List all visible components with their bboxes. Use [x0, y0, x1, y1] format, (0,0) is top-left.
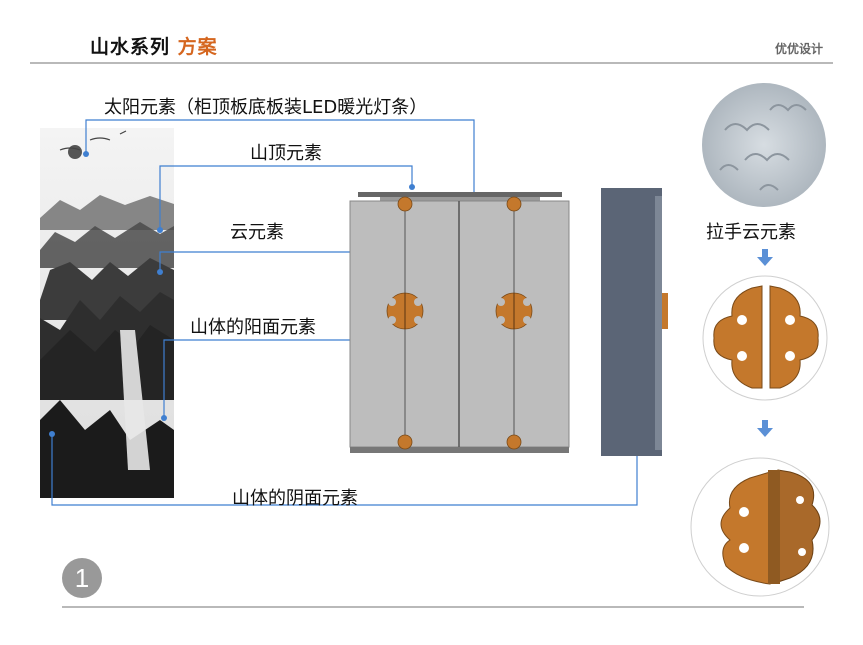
- leader-sunny: [163, 339, 369, 418]
- title-main: 山水系列: [90, 36, 171, 58]
- landscape-painting: [40, 128, 174, 498]
- label-shady: 山体的阴面元素: [232, 488, 358, 509]
- leader-shady: [51, 424, 638, 506]
- footer-divider: [62, 606, 804, 608]
- arrow-down-icon: [757, 249, 773, 266]
- header-divider: [30, 62, 833, 64]
- label-handle: 拉手云元素: [706, 222, 796, 243]
- handle-front-image: [702, 275, 828, 401]
- leader-sun: [85, 119, 475, 196]
- brand-text: 优优设计: [774, 42, 823, 56]
- cabinet-side: [601, 188, 668, 456]
- label-sun: 太阳元素（柜顶板底板装LED暖光灯条）: [104, 97, 428, 118]
- handle-3d-image: [690, 457, 830, 597]
- title-accent: 方案: [177, 36, 218, 58]
- leader-peak: [159, 165, 413, 230]
- label-cloud: 云元素: [230, 222, 284, 243]
- cloud-pattern-image: [702, 83, 826, 207]
- label-sunny: 山体的阳面元素: [190, 317, 316, 338]
- sun-mark: [68, 145, 82, 159]
- page-number: 1: [62, 558, 102, 598]
- page-title: 山水系列 方案: [90, 32, 218, 59]
- arrow-down-icon-2: [757, 420, 773, 437]
- cabinet-front: [349, 192, 570, 453]
- label-peak: 山顶元素: [250, 143, 322, 164]
